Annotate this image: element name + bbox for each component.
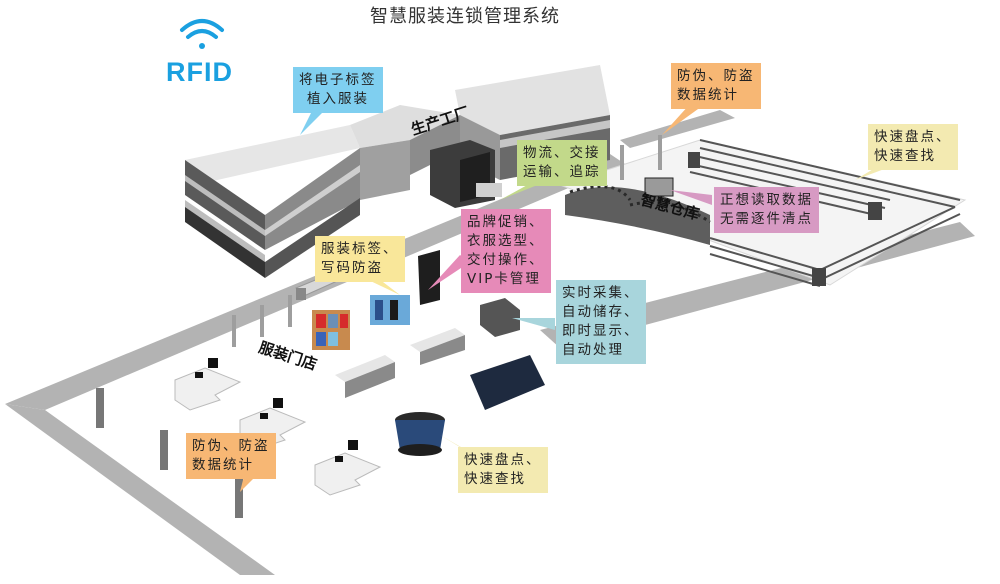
- callout-label-write: 服装标签、 写码防盗: [315, 236, 405, 282]
- callout-line: 防伪、防盗: [192, 438, 270, 454]
- callout-line: 快速查找: [464, 471, 526, 487]
- callout-line: 即时显示、: [562, 323, 640, 339]
- callout-line: 快速查找: [874, 148, 936, 164]
- callout-line: 衣服选型、: [467, 233, 545, 249]
- callout-line: 植入服装: [307, 91, 369, 107]
- gate-poles: [232, 135, 662, 347]
- callout-line: 数据统计: [677, 87, 739, 103]
- callout-anti-fake-top: 防伪、防盗 数据统计: [671, 63, 761, 109]
- callout-tag-embed: 将电子标签 植入服装: [293, 67, 383, 113]
- callout-line: 交付操作、: [467, 252, 545, 268]
- road-top-right: [620, 110, 735, 148]
- rfid-logo-text: RFID: [166, 57, 233, 87]
- callout-line: 服装标签、: [321, 241, 399, 257]
- callout-line: 实时采集、: [562, 285, 640, 301]
- callout-fast-inventory-bottom: 快速盘点、 快速查找: [458, 447, 548, 493]
- callout-line: 自动处理: [562, 342, 624, 358]
- callout-fast-inventory-top: 快速盘点、 快速查找: [868, 124, 958, 170]
- page-title: 智慧服装连锁管理系统: [370, 6, 560, 27]
- callout-line: 快速盘点、: [874, 129, 952, 145]
- callout-line: VIP卡管理: [467, 271, 541, 287]
- callout-line: 快速盘点、: [464, 452, 542, 468]
- callout-line: 物流、交接: [523, 145, 601, 161]
- callout-realtime: 实时采集、 自动储存、 即时显示、 自动处理: [556, 280, 646, 364]
- callout-logistics: 物流、交接 运输、追踪: [517, 140, 607, 186]
- callout-line: 正想读取数据: [720, 192, 813, 208]
- callout-batch-read: 正想读取数据 无需逐件清点: [714, 187, 819, 233]
- callout-line: 自动储存、: [562, 304, 640, 320]
- callout-line: 运输、追踪: [523, 164, 601, 180]
- antenna-pillars: [96, 388, 243, 518]
- callout-line: 写码防盗: [321, 260, 383, 276]
- road-left-down: [5, 404, 275, 575]
- wifi-icon: [180, 19, 224, 49]
- callout-pos: 品牌促销、 衣服选型、 交付操作、 VIP卡管理: [461, 209, 551, 293]
- store-fixtures: [312, 250, 545, 456]
- callout-line: 无需逐件清点: [720, 211, 813, 227]
- callout-line: 数据统计: [192, 457, 254, 473]
- callout-line: 品牌促销、: [467, 214, 545, 230]
- display-counters: [174, 358, 382, 496]
- callout-line: 防伪、防盗: [677, 68, 755, 84]
- callout-line: 将电子标签: [299, 72, 377, 88]
- callout-anti-fake-bottom: 防伪、防盗 数据统计: [186, 433, 276, 479]
